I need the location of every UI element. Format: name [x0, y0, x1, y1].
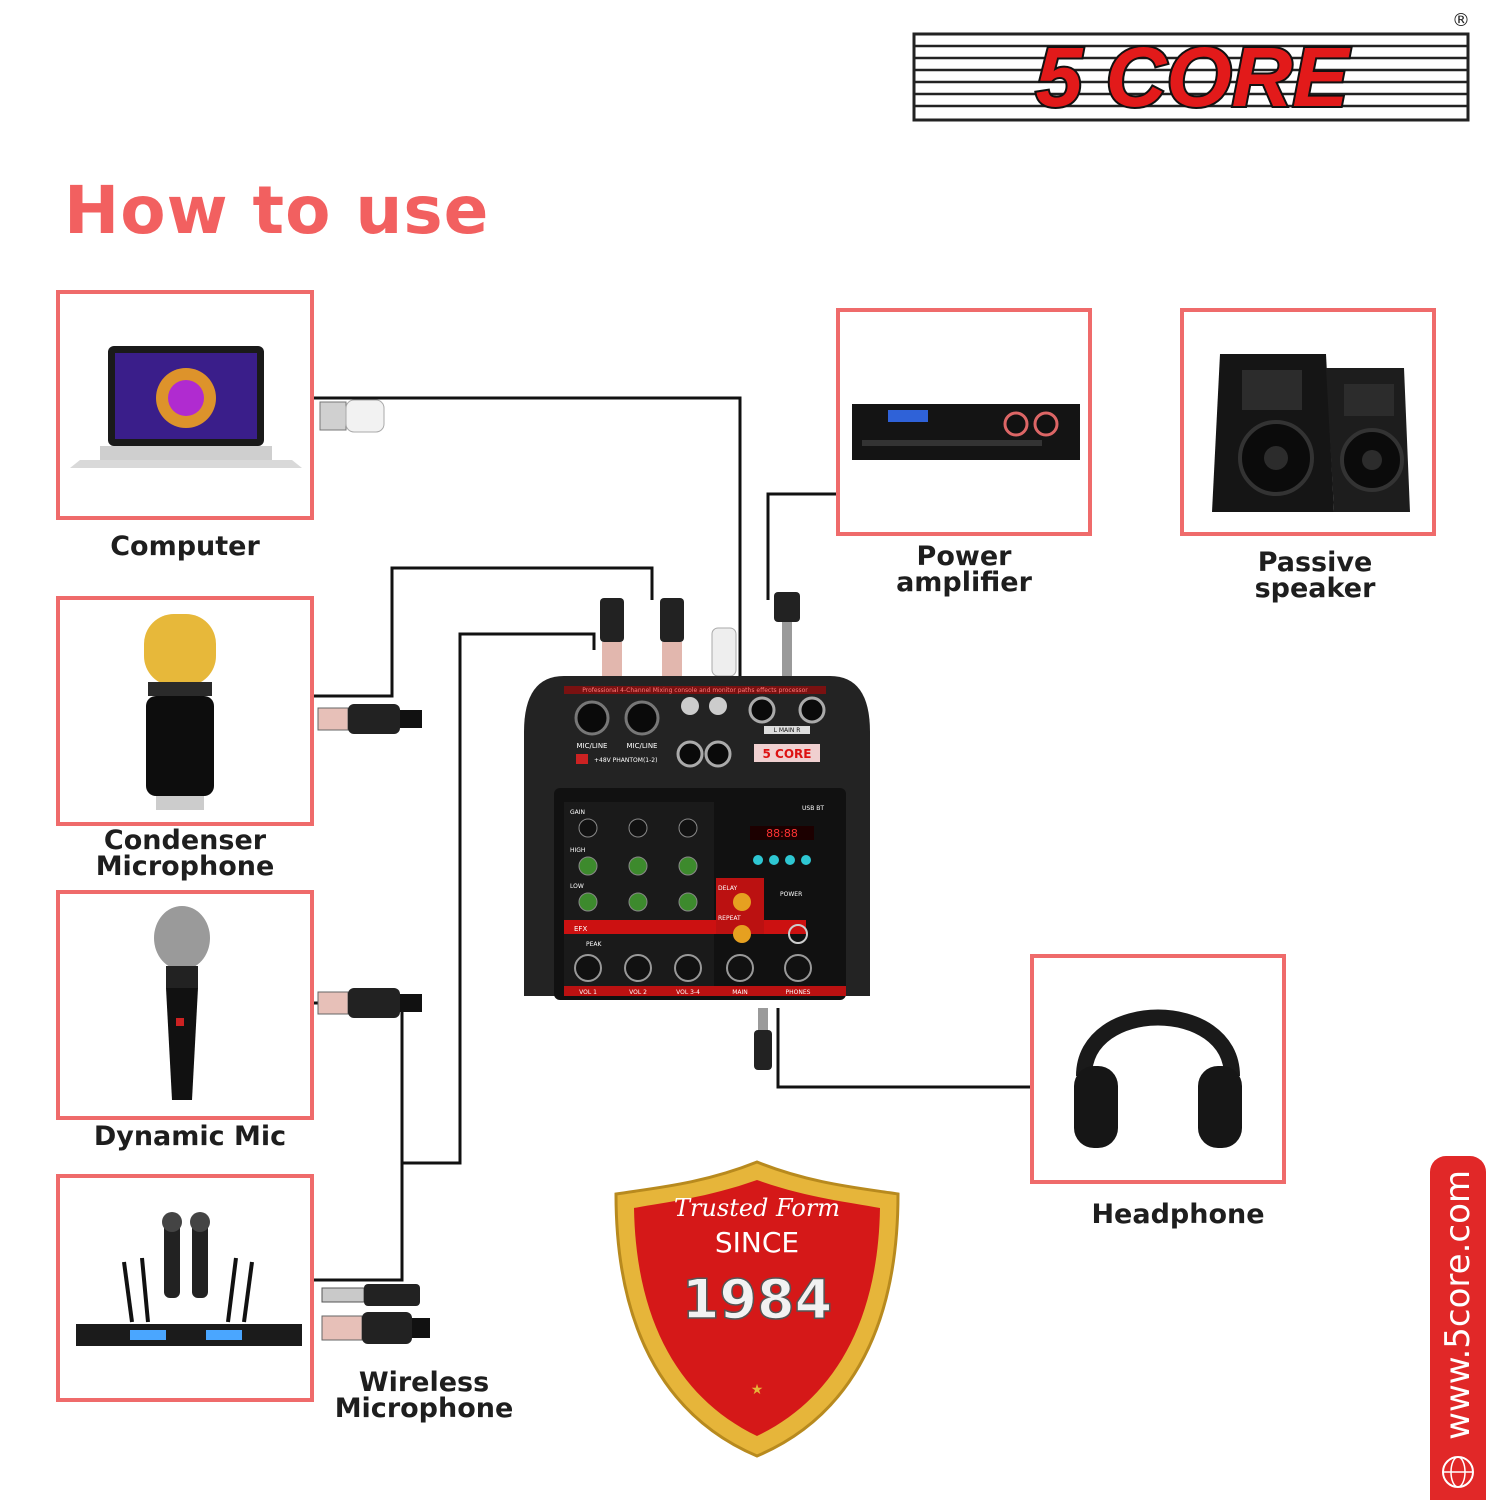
mixer-row-gain: GAIN [570, 809, 585, 816]
mixer-repeat: REPEAT [718, 915, 741, 922]
usb-plug-icon [319, 399, 385, 433]
computer-box [56, 290, 314, 520]
mixer-phantom: +48V PHANTOM(1-2) [594, 757, 657, 764]
headphone-label: Headphone [1091, 1199, 1265, 1230]
mixer-logo: 5 CORE [763, 747, 812, 761]
jack-plug-bottom [754, 1008, 772, 1070]
mixer-peak: PEAK [586, 941, 603, 948]
mixer-usb: USB BT [802, 805, 824, 812]
jack-plug-top [774, 592, 800, 680]
laptop-icon [70, 346, 302, 468]
xlr-plug-top-1 [600, 598, 624, 678]
mixer-vol-3: VOL 3-4 [676, 989, 700, 996]
badge-year: 1984 [682, 1268, 832, 1331]
mixer-vol-1: VOL 1 [579, 989, 597, 996]
computer-label: Computer [110, 531, 260, 562]
dynamic-label: Dynamic Mic [93, 1121, 287, 1152]
badge-since: SINCE [715, 1226, 799, 1259]
xlr-connector-icon [321, 1312, 430, 1344]
dynamic-mic-icon [154, 906, 210, 1100]
headphone-box [1030, 954, 1286, 1184]
xlr-plug-top-2 [660, 598, 684, 678]
badge-star-icon: ★ [751, 1382, 764, 1398]
mixer-power: POWER [780, 891, 802, 898]
mixer-vol-phones: PHONES [786, 989, 811, 996]
condenser-mic-icon [144, 614, 216, 810]
mixer-vol-2: VOL 2 [629, 989, 647, 996]
mixer-display: 88:88 [766, 827, 798, 840]
wireless-receiver-icon [76, 1212, 302, 1346]
jack-connector-icon [321, 1284, 420, 1306]
mixer: Professional 4-Channel Mixing console an… [524, 676, 870, 1000]
amplifier-label: Power amplifier [896, 541, 1032, 598]
dynamic-mic-box [56, 890, 314, 1120]
amplifier-box [836, 308, 1092, 536]
mixer-row-high: HIGH [570, 847, 585, 854]
mixer-row-low: LOW [570, 883, 584, 890]
page-title: How to use [64, 172, 490, 249]
wireless-mic-box [56, 1174, 314, 1402]
badge-trusted: Trusted Form [674, 1194, 840, 1222]
globe-icon [1442, 1456, 1474, 1488]
mixer-efx: EFX [574, 925, 587, 933]
xlr-connector-icon [317, 988, 422, 1018]
amplifier-icon [852, 404, 1080, 460]
speaker-box [1180, 308, 1436, 536]
speaker-icon [1212, 354, 1410, 512]
mixer-header: Professional 4-Channel Mixing console an… [582, 687, 808, 694]
mixer-delay: DELAY [718, 885, 738, 892]
usb-c-plug-top [711, 627, 737, 677]
mixer-vol-main: MAIN [732, 989, 748, 996]
headphone-icon [1074, 1009, 1242, 1148]
mixer-ch-label-1: MIC/LINE [577, 742, 608, 750]
brand-logo-text: 5 CORE [1036, 30, 1352, 124]
condenser-mic-box [56, 596, 314, 826]
condenser-label: Condenser Microphone [95, 825, 275, 882]
registered-mark: ® [1452, 10, 1470, 31]
brand-logo: 5 CORE [912, 28, 1470, 126]
mixer-main-lr: L MAIN R [774, 727, 801, 734]
trusted-since-badge: Trusted Form SINCE 1984 ★ [614, 1160, 900, 1458]
website-url[interactable]: www.5core.com [1438, 1170, 1478, 1440]
wireless-label: Wireless Microphone [334, 1367, 514, 1424]
website-strip: www.5core.com [1430, 1156, 1486, 1500]
speaker-label: Passive speaker [1254, 547, 1376, 604]
xlr-connector-icon [317, 704, 422, 734]
mixer-ch-label-2: MIC/LINE [627, 742, 658, 750]
